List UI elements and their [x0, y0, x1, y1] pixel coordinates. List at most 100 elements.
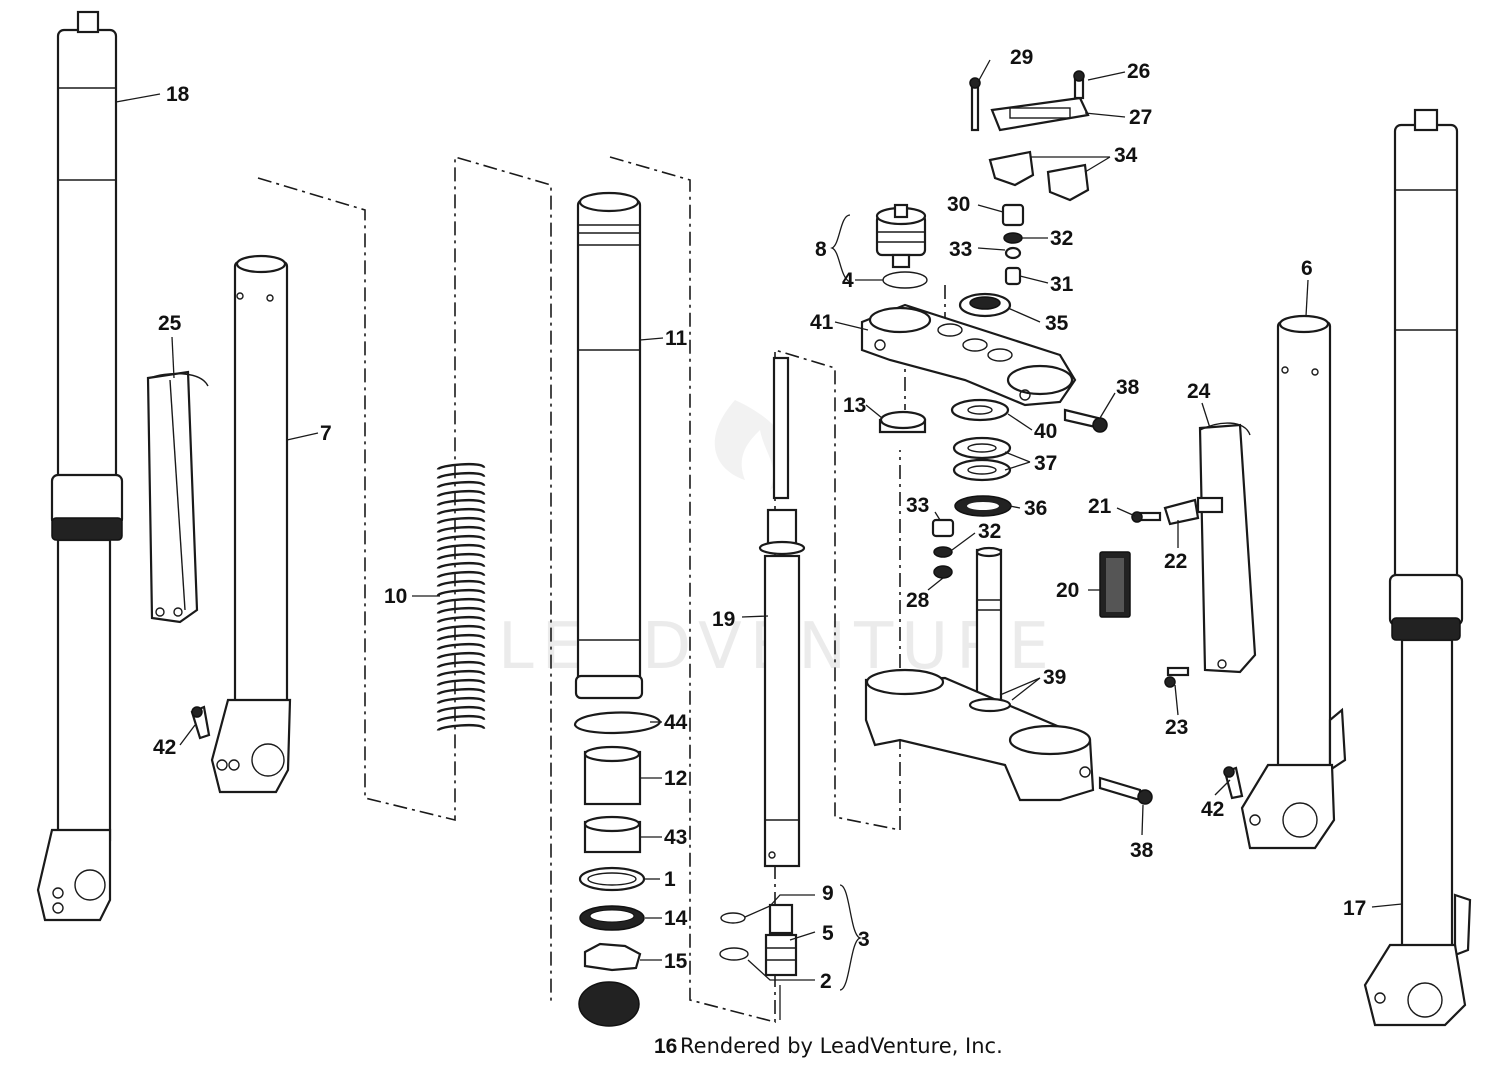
callout-39: 39	[1043, 666, 1066, 689]
bolt-26[interactable]	[1073, 70, 1085, 100]
bolt-29[interactable]	[969, 77, 981, 132]
upper-triple-clamp[interactable]	[860, 303, 1077, 407]
spring-coil	[436, 462, 486, 732]
collar-31[interactable]	[1004, 266, 1022, 286]
alignment-line-right	[609, 156, 901, 1024]
leader-lines	[115, 59, 1403, 1020]
callout-14: 14	[664, 907, 688, 930]
footer-credit: Rendered by LeadVenture, Inc.	[680, 1034, 1003, 1058]
o-ring-9[interactable]	[720, 912, 746, 924]
callout-20: 20	[1056, 579, 1079, 602]
bushing-43[interactable]	[583, 815, 642, 854]
callout-10: 10	[384, 585, 407, 608]
clip-22[interactable]	[1163, 496, 1224, 526]
rubber-28[interactable]	[933, 565, 953, 579]
callout-36: 36	[1024, 497, 1047, 520]
bolt-38-lower[interactable]	[1098, 776, 1153, 805]
o-ring-2[interactable]	[719, 947, 749, 961]
callout-16: 16	[654, 1035, 677, 1058]
bolt-42-left[interactable]	[190, 705, 211, 740]
spacer-33-top[interactable]	[1004, 246, 1022, 260]
callout-4: 4	[842, 269, 854, 292]
washer-13[interactable]	[878, 410, 927, 434]
fork-guard-left[interactable]	[146, 370, 209, 624]
fork-guard-right[interactable]	[1198, 422, 1257, 674]
callout-labels: 18 25 7 42 10 11 44 12 43 1 14 15 16 19 …	[153, 46, 1366, 1058]
callout-29: 29	[1010, 46, 1033, 69]
callout-2: 2	[820, 970, 832, 993]
callout-31: 31	[1050, 273, 1074, 296]
callout-3: 3	[858, 928, 870, 951]
seal-36[interactable]	[954, 495, 1012, 517]
snap-ring-44[interactable]	[573, 711, 662, 735]
watermark-flame-icon	[714, 400, 790, 490]
callout-25: 25	[158, 312, 182, 335]
callout-9: 9	[822, 882, 834, 905]
callout-32-lower: 32	[978, 520, 1001, 543]
callout-8: 8	[815, 238, 827, 261]
callout-13: 13	[843, 394, 866, 417]
clamp-plate-27[interactable]	[990, 96, 1090, 132]
callout-6: 6	[1301, 257, 1313, 280]
outer-tube-right[interactable]	[1240, 314, 1347, 850]
callout-17: 17	[1343, 897, 1366, 920]
bolt-21[interactable]	[1131, 511, 1162, 523]
handlebar-clamp-34[interactable]	[988, 150, 1090, 202]
callout-21: 21	[1088, 495, 1112, 518]
callout-32-top: 32	[1050, 227, 1073, 250]
callout-22: 22	[1164, 550, 1187, 573]
callout-42-right: 42	[1201, 798, 1224, 821]
callout-15: 15	[664, 950, 688, 973]
callout-11: 11	[665, 327, 688, 350]
oil-seal-14[interactable]	[579, 905, 645, 931]
alignment-line-left	[257, 155, 552, 1005]
fork-spring[interactable]	[436, 462, 486, 732]
fork-leg-left-assembly[interactable]	[36, 10, 124, 922]
callout-23: 23	[1165, 716, 1188, 739]
bolt-38-upper[interactable]	[1063, 408, 1108, 433]
clip-15[interactable]	[583, 942, 642, 972]
bearing-37[interactable]	[952, 436, 1012, 482]
nut-35[interactable]	[958, 292, 1012, 318]
callout-42-left: 42	[153, 736, 176, 759]
reflector-20[interactable]	[1099, 551, 1131, 618]
callout-28: 28	[906, 589, 930, 612]
bolt-23[interactable]	[1164, 666, 1190, 688]
callout-40: 40	[1034, 420, 1057, 443]
bolt-42-right[interactable]	[1223, 766, 1244, 800]
rubber-30[interactable]	[1001, 203, 1025, 227]
spacer-33-lower[interactable]	[931, 518, 955, 538]
callout-30: 30	[947, 193, 970, 216]
piston-5[interactable]	[764, 903, 798, 977]
callout-18: 18	[166, 83, 190, 106]
callout-1: 1	[664, 868, 676, 891]
fork-leg-right-assembly[interactable]	[1363, 108, 1472, 1027]
bushing-12[interactable]	[583, 745, 642, 806]
inner-tube[interactable]	[574, 191, 644, 700]
outer-tube-left[interactable]	[210, 254, 292, 794]
callout-5: 5	[822, 922, 834, 945]
fork-cap-8[interactable]	[875, 203, 927, 269]
callout-37: 37	[1034, 452, 1057, 475]
callout-19: 19	[712, 608, 735, 631]
o-ring-4[interactable]	[882, 271, 928, 289]
lower-triple-clamp[interactable]	[864, 546, 1095, 802]
washer-32-top[interactable]	[1003, 232, 1023, 244]
washer-32-lower[interactable]	[933, 546, 953, 558]
callout-41: 41	[810, 311, 834, 334]
callout-38-lower: 38	[1130, 839, 1154, 862]
callout-7: 7	[320, 422, 332, 445]
washer-1[interactable]	[578, 866, 646, 892]
dust-seal-16[interactable]	[578, 981, 640, 1027]
callout-34: 34	[1114, 144, 1138, 167]
bearing-40[interactable]	[950, 398, 1010, 422]
damper-cartridge[interactable]	[758, 356, 806, 868]
callout-33-lower: 33	[906, 494, 929, 517]
callout-24: 24	[1187, 380, 1211, 403]
callout-26: 26	[1127, 60, 1150, 83]
callout-27: 27	[1129, 106, 1152, 129]
callout-33-top: 33	[949, 238, 972, 261]
callout-35: 35	[1045, 312, 1069, 335]
callout-38-upper: 38	[1116, 376, 1140, 399]
